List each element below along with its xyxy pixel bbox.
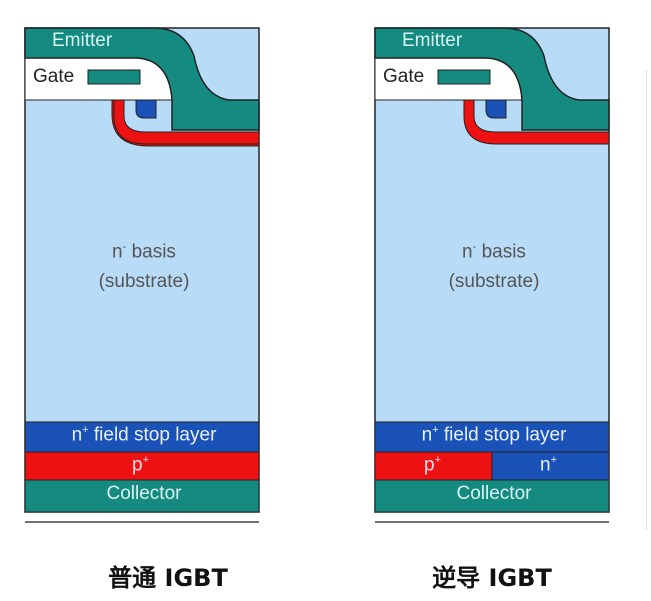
divider-line xyxy=(646,70,647,530)
p-plus-label: p+ xyxy=(424,454,441,476)
n-text: n xyxy=(540,454,551,476)
fs-text: field stop layer xyxy=(443,424,567,446)
field-stop-label: n+ field stop layer xyxy=(374,424,614,446)
basis-n: n xyxy=(462,241,473,263)
caption-standard-igbt: 普通 IGBT xyxy=(108,564,228,592)
igbt-reverse-conducting-diagram: Emitter Gate n- basis(substrate) n+ fiel… xyxy=(374,26,614,526)
collector-label: Collector xyxy=(456,483,532,504)
basis-label: n- basis (substrate) xyxy=(24,232,264,297)
fs-n: n xyxy=(71,424,83,446)
fs-sup: + xyxy=(82,424,89,436)
caption-reverse-conducting-igbt: 逆导 IGBT xyxy=(432,564,552,592)
basis-n: n xyxy=(112,241,123,263)
p-sup: + xyxy=(434,454,442,466)
gate-label: Gate xyxy=(33,66,75,87)
gate-label: Gate xyxy=(383,66,425,87)
igbt-structure xyxy=(374,27,610,523)
basis-text: basis xyxy=(131,241,176,263)
n-sup: + xyxy=(550,454,558,466)
p-sup: + xyxy=(142,454,150,466)
emitter-label: Emitter xyxy=(402,30,463,51)
basis-text: basis xyxy=(481,241,526,263)
basis-sup: - xyxy=(122,241,127,253)
emitter-label: Emitter xyxy=(52,30,113,51)
p-text: p xyxy=(424,454,435,476)
basis-sup: - xyxy=(472,241,477,253)
p-plus-label: p+ xyxy=(132,454,149,476)
n-plus-label: n+ xyxy=(540,454,557,476)
igbt-structure xyxy=(24,27,260,523)
basis-label: n- basis (substrate) xyxy=(374,232,614,297)
field-stop-label: n+ field stop layer xyxy=(24,424,264,446)
fs-sup: + xyxy=(432,424,439,436)
igbt-standard-diagram: Emitter Gate n- basis(substrate) n+ fiel… xyxy=(24,26,264,526)
fs-n: n xyxy=(421,424,433,446)
fs-text: field stop layer xyxy=(93,424,217,446)
substrate-text: (substrate) xyxy=(448,271,540,293)
p-text: p xyxy=(132,454,143,476)
collector-label: Collector xyxy=(106,483,182,504)
substrate-text: (substrate) xyxy=(98,271,190,293)
